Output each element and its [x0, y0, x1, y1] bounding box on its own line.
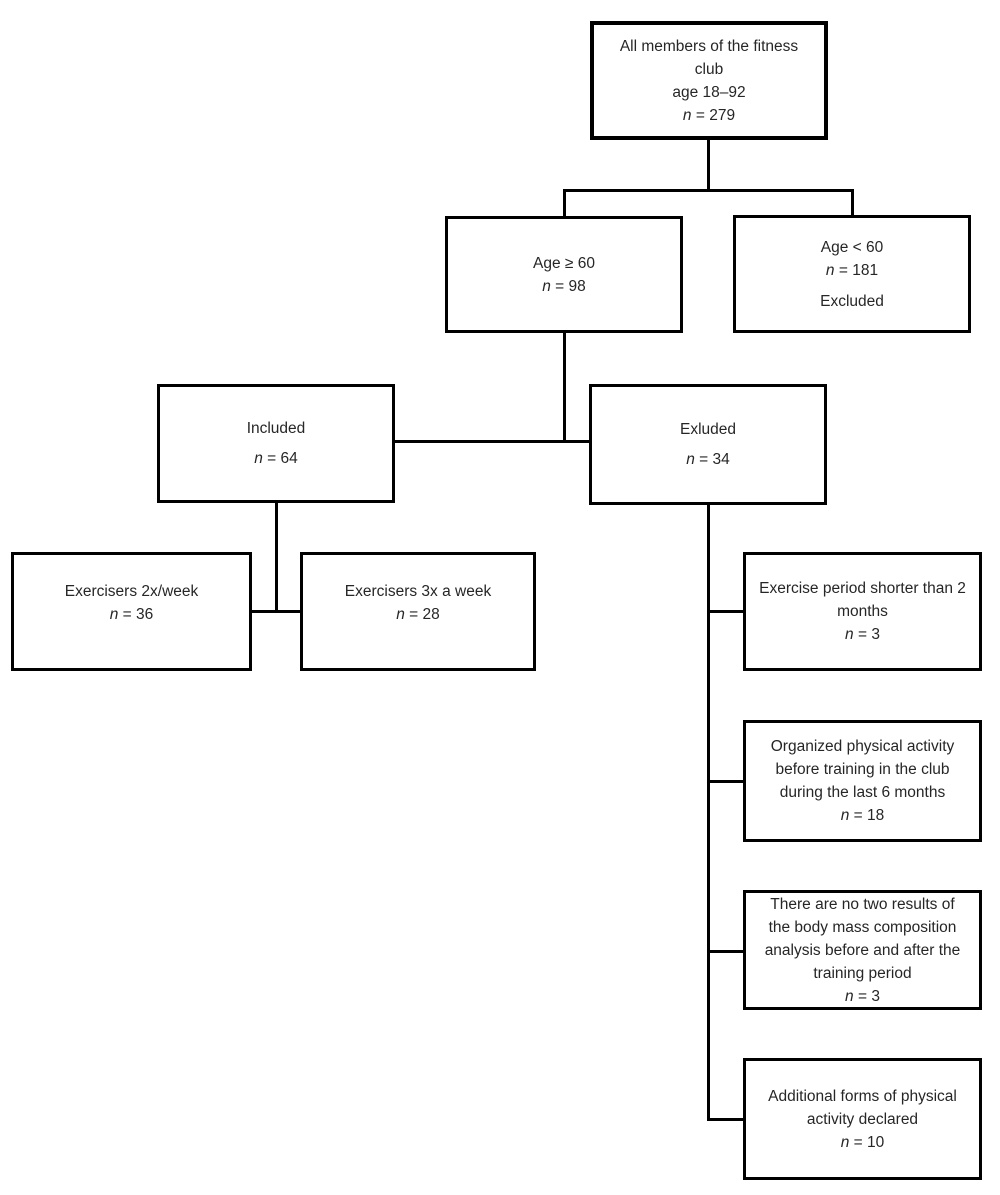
box-all-members-count: n = 279 [682, 106, 736, 124]
box-excluded-additional-activity-count: n = 10 [840, 1133, 885, 1151]
connector-stub-short-period [707, 610, 743, 613]
box-excluded-short-exercise-period-text: Exercise period shorter than 2 months [759, 580, 966, 620]
box-exluded-text: Exluded [679, 421, 736, 438]
box-included-text: Included [246, 420, 306, 437]
connector-stub-additional [707, 1118, 743, 1121]
box-age-ge-60-text: Age ≥ 60 [533, 254, 595, 272]
box-exercisers-3x-week: Exercisers 3x a week n = 28 [300, 552, 536, 671]
connector-top-vertical [707, 140, 710, 192]
box-exercisers-3x-week-count: n = 28 [396, 605, 440, 623]
box-excluded-no-two-results-count: n = 3 [845, 987, 880, 1005]
box-age-lt-60-count: n = 181 [825, 261, 879, 279]
connector-exercisers-horizontal [252, 610, 300, 613]
box-age-ge-60: Age ≥ 60 n = 98 [445, 216, 683, 333]
box-included-count: n = 64 [254, 450, 298, 467]
box-age-lt-60: Age < 60 n = 181 Excluded [733, 215, 971, 333]
box-excluded-additional-activity: Additional forms of physical activity de… [743, 1058, 982, 1180]
box-exercisers-2x-week-count: n = 36 [109, 605, 154, 623]
connector-stub-no-results [707, 950, 743, 953]
box-exluded-count: n = 34 [686, 451, 730, 468]
box-all-members: All members of the fitness club age 18–9… [590, 21, 828, 140]
connector-included-down [275, 503, 278, 613]
connector-level2-right-drop [851, 189, 854, 215]
box-exercisers-2x-week: Exercisers 2x/week n = 36 [11, 552, 252, 671]
box-age-lt-60-text: Age < 60 [820, 238, 884, 256]
connector-level2-horizontal [563, 189, 854, 192]
connector-stub-organized [707, 780, 743, 783]
connector-level3-horizontal [395, 440, 589, 443]
box-included: Included n = 64 [157, 384, 395, 503]
box-age-lt-60-status: Excluded [820, 292, 884, 310]
connector-age-ge-60-down [563, 333, 566, 443]
box-excluded-short-exercise-period-count: n = 3 [845, 626, 880, 643]
box-excluded-organized-activity: Organized physical activity before train… [743, 720, 982, 842]
box-excluded-no-two-results-text: There are no two results of the body mas… [764, 895, 961, 982]
box-excluded-no-two-results: There are no two results of the body mas… [743, 890, 982, 1010]
box-exercisers-3x-week-text: Exercisers 3x a week [344, 582, 492, 600]
box-excluded-organized-activity-count: n = 18 [840, 807, 885, 824]
box-excluded-organized-activity-text: Organized physical activity before train… [770, 738, 955, 801]
connector-exluded-spine [707, 505, 710, 1121]
connector-level2-left-drop [563, 189, 566, 216]
box-age-ge-60-count: n = 98 [542, 277, 586, 295]
box-excluded-additional-activity-text: Additional forms of physical activity de… [768, 1087, 957, 1128]
box-all-members-text: All members of the fitness club age 18–9… [619, 37, 799, 101]
box-exluded: Exluded n = 34 [589, 384, 827, 505]
box-excluded-short-exercise-period: Exercise period shorter than 2 months n … [743, 552, 982, 671]
box-exercisers-2x-week-text: Exercisers 2x/week [64, 582, 199, 600]
